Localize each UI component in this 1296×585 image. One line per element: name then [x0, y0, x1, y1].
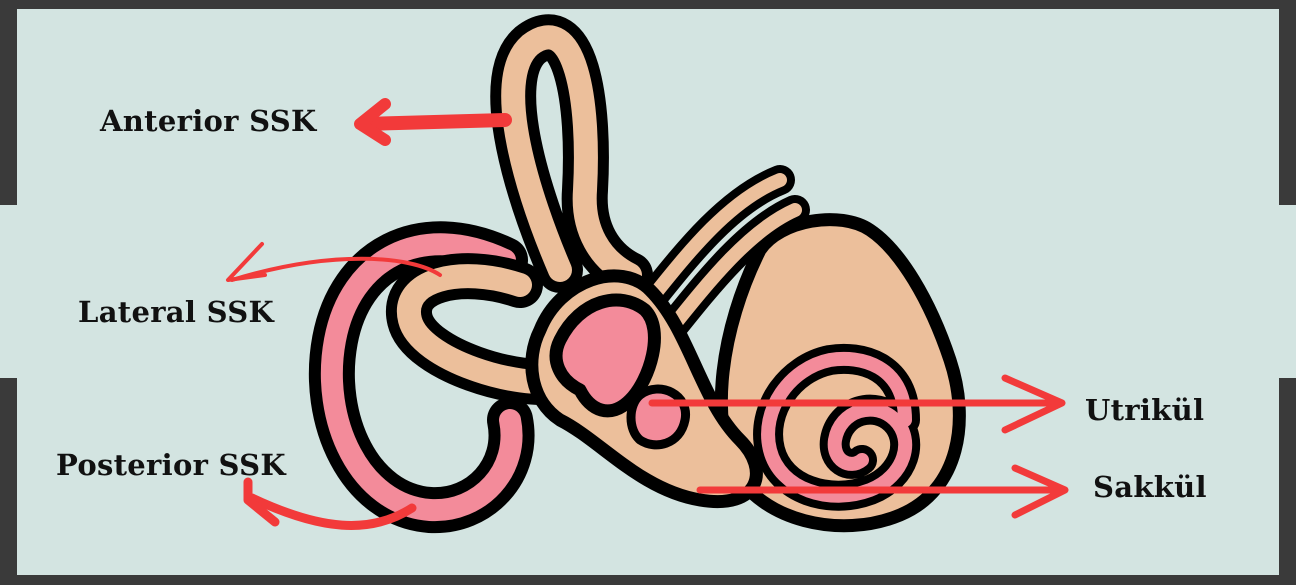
label-saccule: Sakkül — [1093, 470, 1207, 504]
saccule-pouch — [631, 389, 686, 445]
label-utricle: Utrikül — [1085, 393, 1204, 427]
anterior-arrow — [365, 120, 505, 124]
label-lateral-ssk: Lateral SSK — [78, 295, 274, 329]
inner-ear-illustration — [332, 37, 959, 525]
label-anterior-ssk: Anterior SSK — [100, 104, 317, 138]
label-posterior-ssk: Posterior SSK — [56, 448, 286, 482]
